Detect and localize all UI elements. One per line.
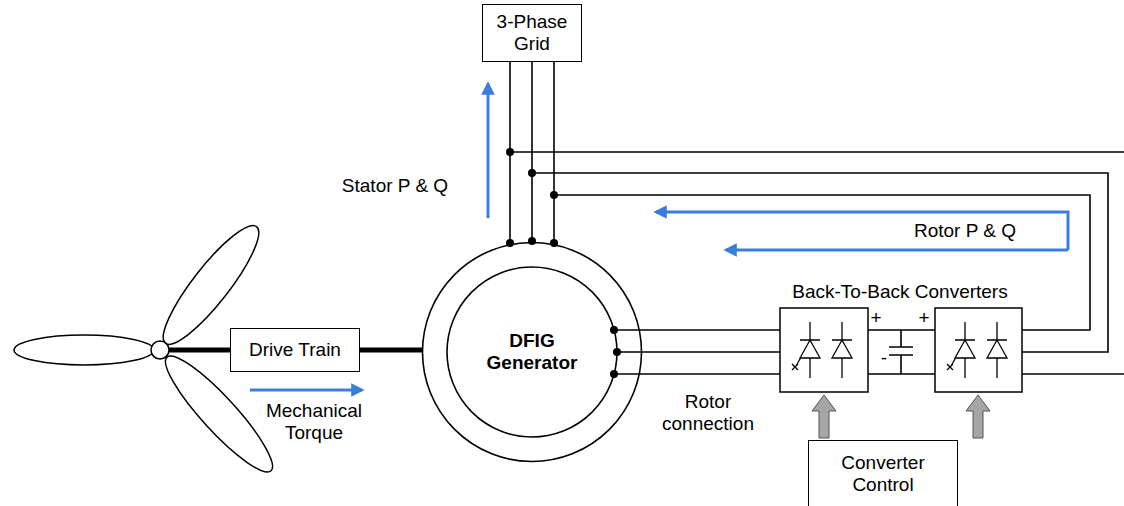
- grid-box: 3-Phase Grid: [482, 4, 582, 62]
- turbine-blade: [14, 335, 154, 365]
- polarity-sign: +: [870, 307, 881, 329]
- power-flow-arrow: [487, 84, 490, 218]
- power-flow-arrow: [726, 249, 1068, 252]
- converter-box: [935, 308, 1022, 392]
- connector-line: [531, 62, 533, 243]
- node-text: DFIG Generator: [477, 330, 587, 374]
- diode-symbol: [987, 340, 1007, 358]
- flow-label: Stator P & Q: [342, 175, 448, 197]
- grid-wire: [510, 151, 1124, 153]
- capacitor-symbol: [889, 330, 913, 374]
- dc-link-wire: [868, 330, 935, 374]
- control-arrow: [966, 395, 990, 438]
- shaft-line: [168, 348, 231, 353]
- generator-circle: DFIG Generator: [421, 241, 643, 463]
- converter-box: [780, 308, 868, 392]
- turbine-blade: [154, 346, 283, 483]
- part-label: Back-To-Back Converters: [792, 281, 1007, 303]
- polarity-sign: +: [918, 307, 929, 329]
- rotor-wire: [614, 329, 780, 331]
- rotor-wire: [617, 351, 780, 353]
- polarity-sign: -: [881, 347, 887, 369]
- rotor-circle: [447, 267, 617, 437]
- grid-wire: [1022, 373, 1124, 375]
- converter-box: [780, 308, 868, 392]
- turbine-blade: [151, 216, 270, 355]
- connector-line: [553, 62, 555, 245]
- thyristor-symbol: [947, 322, 975, 378]
- turbine-hub: [151, 341, 169, 359]
- connector-line: [509, 62, 511, 245]
- torque-arrow: [250, 389, 362, 392]
- node-text: 3-Phase Grid: [489, 11, 575, 55]
- converter-control-box: Converter Control: [808, 440, 958, 506]
- flow-label: Mechanical Torque: [259, 400, 369, 444]
- thyristor-symbol: [955, 340, 975, 358]
- diode-symbol: [832, 340, 852, 358]
- converter-box: [935, 308, 1022, 392]
- flow-label: Rotor P & Q: [914, 220, 1016, 242]
- drive-train-box: Drive Train: [230, 328, 360, 372]
- text-holder: DFIG Generator: [477, 330, 587, 374]
- diode-symbol: [987, 322, 1007, 378]
- part-label: Rotor connection: [653, 391, 763, 435]
- connector-line: [360, 348, 423, 353]
- rotor-wire: [614, 373, 780, 375]
- thyristor-symbol: [800, 340, 820, 358]
- thyristor-symbol: [792, 322, 820, 378]
- terminal-dot: [613, 348, 621, 356]
- generator-outline: [421, 241, 643, 463]
- control-arrow: [812, 395, 836, 438]
- node-text: Converter Control: [825, 452, 941, 496]
- terminal-dot: [610, 326, 618, 334]
- power-flow-arrow: [656, 212, 1068, 250]
- diode-symbol: [832, 322, 852, 378]
- stator-circle: [423, 243, 642, 462]
- terminal-dot: [610, 370, 618, 378]
- node-text: Drive Train: [237, 339, 353, 361]
